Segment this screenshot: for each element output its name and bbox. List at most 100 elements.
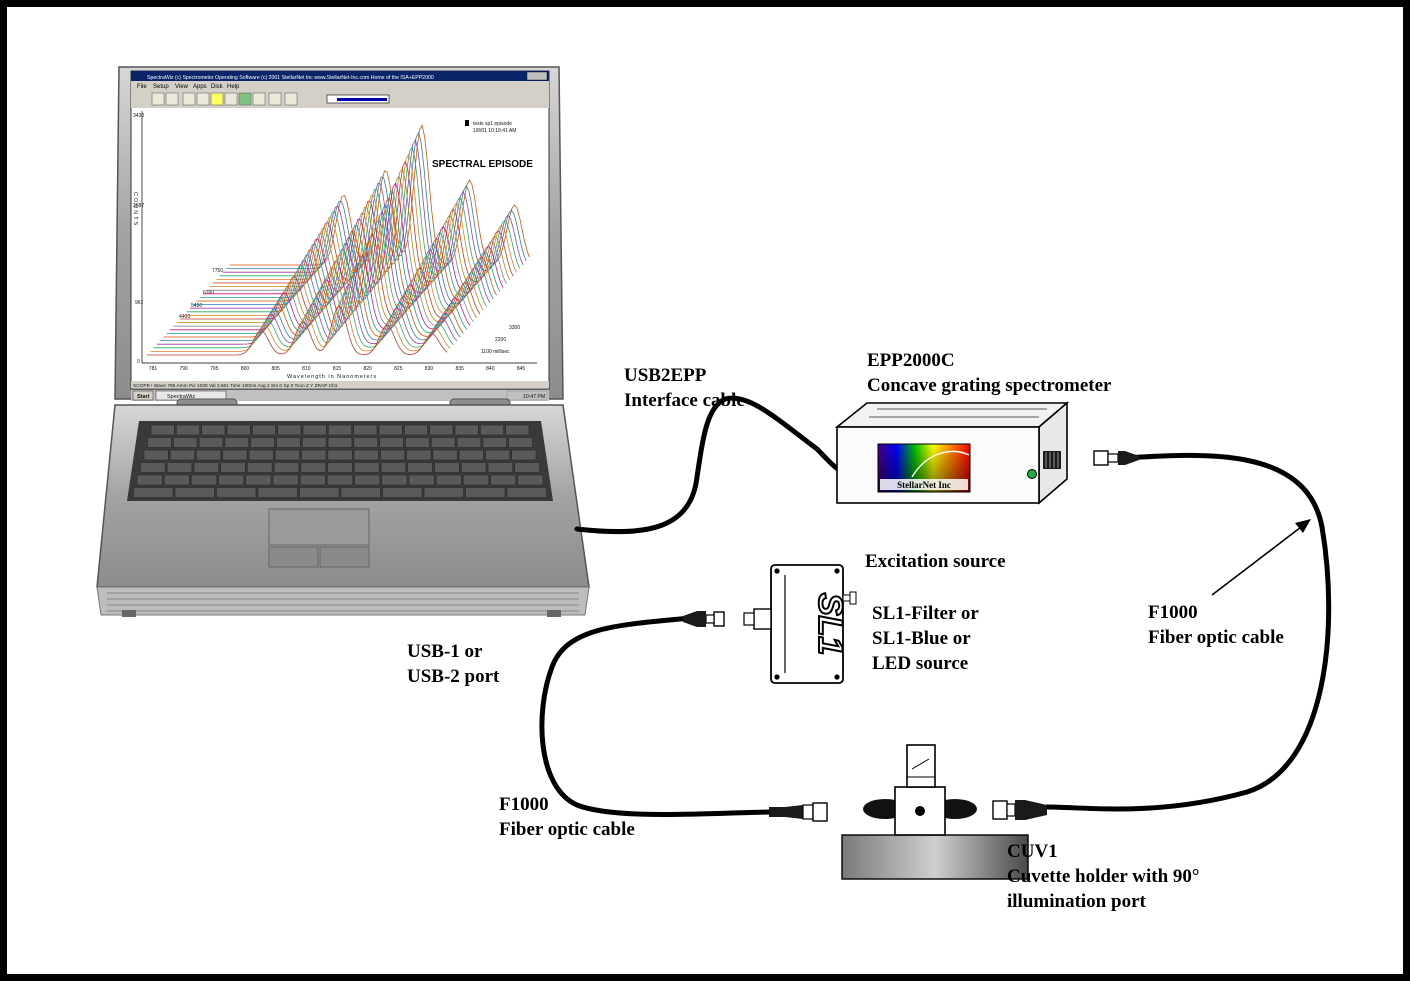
keyboard-key[interactable] — [461, 462, 487, 473]
keyboard-key[interactable] — [198, 437, 224, 448]
keyboard-key[interactable] — [381, 474, 408, 486]
keyboard-key[interactable] — [252, 424, 276, 436]
keyboard-key[interactable] — [224, 437, 249, 448]
keyboard-key[interactable] — [201, 424, 226, 436]
keyboard-key[interactable] — [170, 449, 195, 461]
keyboard-key[interactable] — [463, 474, 489, 486]
keyboard-key[interactable] — [407, 462, 433, 473]
keyboard-key[interactable] — [147, 437, 172, 448]
keyboard-key[interactable] — [423, 487, 464, 498]
keyboard-key[interactable] — [490, 474, 517, 486]
keyboard-key[interactable] — [382, 487, 423, 498]
keyboard-key[interactable] — [380, 462, 407, 473]
keyboard-key[interactable] — [404, 424, 428, 436]
keyboard-key[interactable] — [143, 449, 169, 461]
keyboard-key[interactable] — [429, 424, 454, 436]
keyboard-key[interactable] — [379, 437, 404, 448]
x-tick: 820 — [363, 366, 372, 372]
keyboard-key[interactable] — [435, 474, 462, 486]
keyboard-key[interactable] — [226, 424, 251, 436]
touchpad-right-button[interactable] — [319, 546, 370, 568]
keyboard-key[interactable] — [248, 449, 274, 461]
keyboard-key[interactable] — [220, 462, 246, 473]
keyboard-key[interactable] — [487, 462, 513, 473]
keyboard-key[interactable] — [193, 462, 219, 473]
keyboard-key[interactable] — [434, 462, 460, 473]
keyboard-key[interactable] — [406, 449, 432, 461]
fiber-right-description: Fiber optic cable — [1148, 627, 1284, 648]
keyboard-key[interactable] — [517, 474, 544, 486]
keyboard-key[interactable] — [302, 424, 327, 436]
toolbar-buttons[interactable] — [151, 92, 298, 106]
keyboard-key[interactable] — [456, 437, 482, 448]
keyboard-key[interactable] — [480, 424, 504, 436]
keyboard-key[interactable] — [273, 462, 300, 473]
menu-help[interactable]: Help — [227, 84, 240, 90]
keyboard-key[interactable] — [408, 474, 435, 486]
menu-setup[interactable]: Setup — [153, 84, 169, 90]
keyboard-key[interactable] — [277, 424, 302, 436]
keyboard-key[interactable] — [245, 474, 272, 486]
touchpad[interactable] — [268, 508, 370, 546]
keyboard-key[interactable] — [191, 474, 217, 486]
keyboard-key[interactable] — [354, 474, 381, 486]
keyboard-key[interactable] — [140, 462, 166, 473]
window-controls[interactable] — [526, 71, 548, 81]
keyboard-key[interactable] — [257, 487, 298, 498]
keyboard-key[interactable] — [506, 487, 547, 498]
keyboard-key[interactable] — [431, 437, 456, 448]
menu-disk[interactable]: Disk — [211, 84, 224, 90]
keyboard-key[interactable] — [133, 487, 174, 498]
keyboard-key[interactable] — [166, 462, 193, 473]
keyboard-key[interactable] — [328, 424, 352, 436]
keyboard-key[interactable] — [327, 437, 353, 448]
keyboard-key[interactable] — [301, 449, 327, 461]
keyboard-key[interactable] — [216, 487, 257, 498]
keyboard-key[interactable] — [380, 449, 405, 461]
keyboard-key[interactable] — [458, 449, 484, 461]
keyboard-key[interactable] — [150, 424, 175, 436]
keyboard-key[interactable] — [482, 437, 507, 448]
touchpad-left-button[interactable] — [268, 546, 319, 568]
keyboard-key[interactable] — [299, 474, 326, 486]
keyboard-key[interactable] — [300, 462, 326, 473]
menu-view[interactable]: View — [175, 84, 189, 90]
keyboard-key[interactable] — [176, 424, 200, 436]
keyboard-key[interactable] — [514, 462, 540, 473]
keyboard-key[interactable] — [340, 487, 381, 498]
keyboard-key[interactable] — [276, 437, 301, 448]
keyboard-key[interactable] — [302, 437, 327, 448]
keyboard-key[interactable] — [136, 474, 163, 486]
keyboard-key[interactable] — [465, 487, 506, 498]
keyboard-key[interactable] — [327, 449, 353, 461]
keyboard-key[interactable] — [454, 424, 479, 436]
x-tick: 810 — [302, 366, 311, 372]
menu-file[interactable]: File — [137, 84, 147, 90]
keyboard-key[interactable] — [272, 474, 299, 486]
keyboard-key[interactable] — [173, 437, 198, 448]
keyboard-key[interactable] — [353, 449, 379, 461]
keyboard-key[interactable] — [196, 449, 222, 461]
keyboard-key[interactable] — [218, 474, 245, 486]
keyboard-key[interactable] — [511, 449, 537, 461]
keyboard-key[interactable] — [405, 437, 430, 448]
keyboard-key[interactable] — [353, 424, 378, 436]
keyboard-key[interactable] — [327, 474, 353, 486]
keyboard-key[interactable] — [432, 449, 458, 461]
keyboard-key[interactable] — [505, 424, 530, 436]
keyboard-key[interactable] — [327, 462, 353, 473]
keyboard-key[interactable] — [508, 437, 533, 448]
keyboard-key[interactable] — [250, 437, 275, 448]
menu-apps[interactable]: Apps — [193, 84, 207, 90]
keyboard-key[interactable] — [163, 474, 190, 486]
keyboard-key[interactable] — [222, 449, 248, 461]
keyboard-key[interactable] — [353, 437, 378, 448]
keyboard-key[interactable] — [247, 462, 273, 473]
start-button[interactable] — [132, 390, 154, 401]
keyboard-key[interactable] — [299, 487, 340, 498]
keyboard-key[interactable] — [174, 487, 215, 498]
keyboard-key[interactable] — [275, 449, 300, 461]
keyboard-key[interactable] — [485, 449, 511, 461]
keyboard-key[interactable] — [354, 462, 380, 473]
keyboard-key[interactable] — [378, 424, 403, 436]
